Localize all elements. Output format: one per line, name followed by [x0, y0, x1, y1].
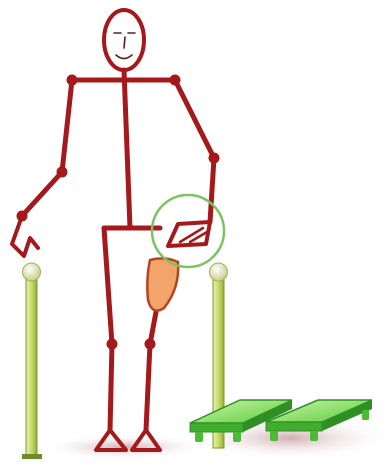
- residual-limb: [147, 258, 178, 310]
- stick-figure: [12, 10, 217, 450]
- left-leg: [96, 228, 126, 450]
- left-arm: [12, 77, 75, 256]
- right-arm: [168, 77, 217, 246]
- spine: [124, 70, 130, 228]
- head: [104, 10, 144, 70]
- left-walking-pole: [22, 263, 42, 459]
- prosthetic-leg: [132, 312, 160, 450]
- highlight-circle: [152, 195, 224, 267]
